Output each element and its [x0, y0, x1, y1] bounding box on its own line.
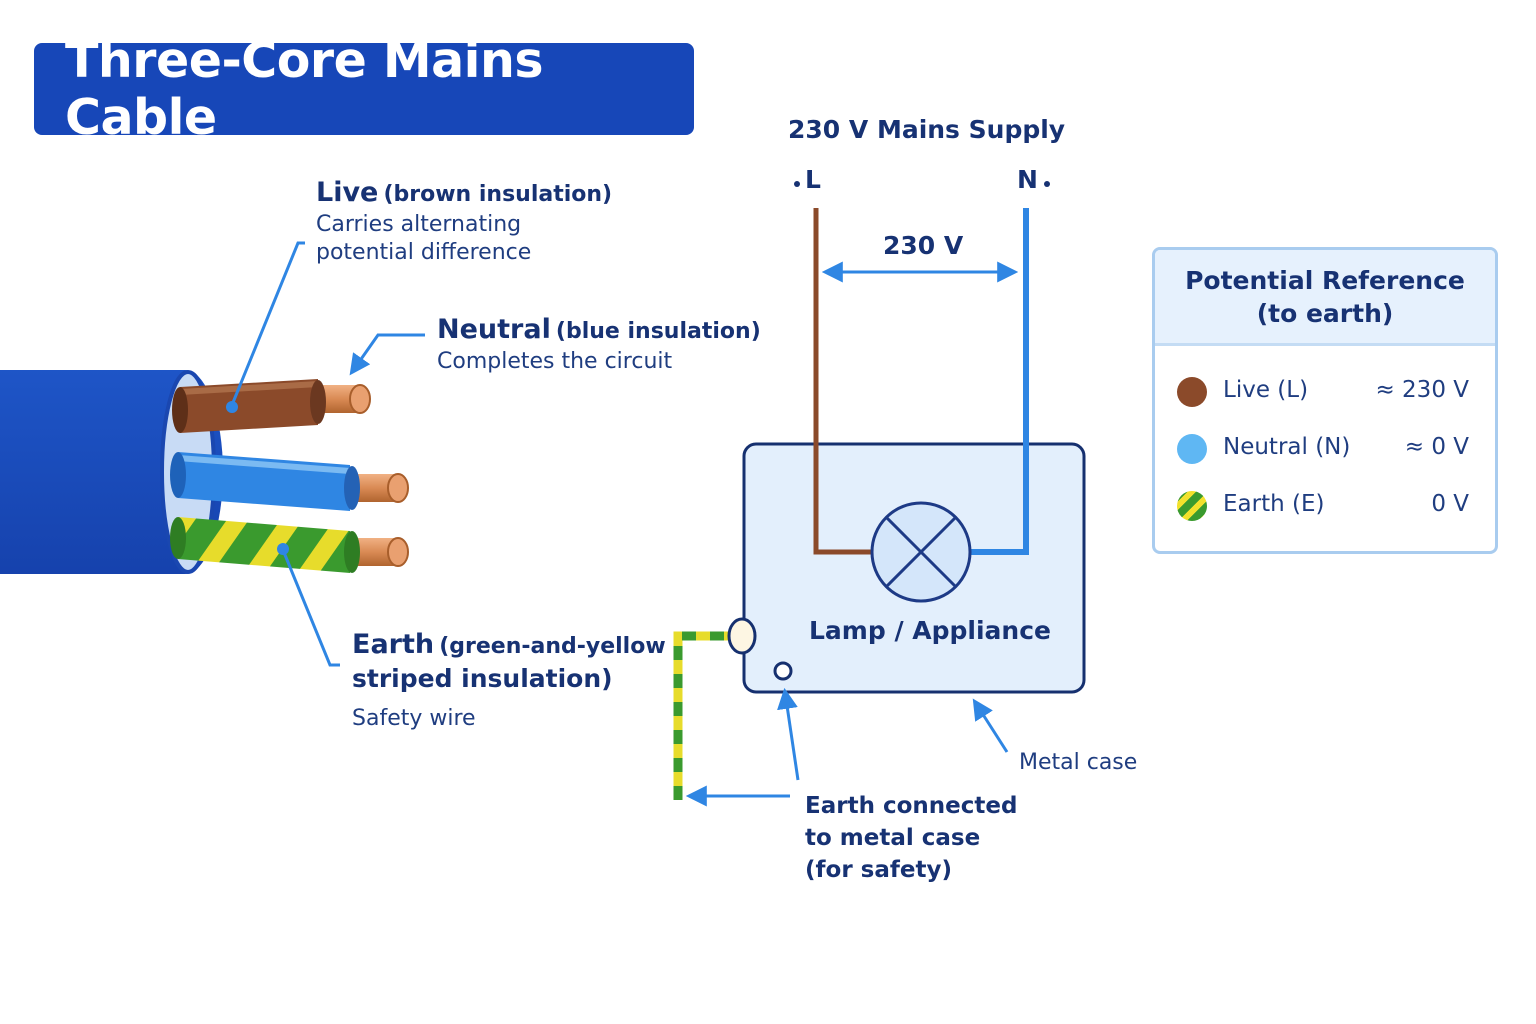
cable-leader-lines	[226, 241, 425, 667]
reference-row-label: Neutral (N)	[1223, 434, 1351, 460]
live-name: Live	[316, 177, 379, 208]
earth-core	[170, 517, 409, 573]
earth-screw-icon	[773, 661, 793, 681]
reference-title-line2: (to earth)	[1256, 298, 1394, 328]
reference-row-earth: Earth (E) 0 V	[1155, 486, 1495, 526]
live-desc-line2: potential difference	[316, 239, 532, 265]
live-color-dot-icon	[1177, 377, 1207, 407]
neutral-terminal-dot	[1044, 181, 1050, 187]
earth-insulation-line2: striped insulation)	[352, 663, 613, 693]
earth-connection-line1: Earth connected	[805, 793, 1018, 819]
reference-header: Potential Reference (to earth)	[1155, 250, 1495, 346]
earth-wire	[673, 631, 730, 800]
earth-connection-arrow	[777, 687, 800, 781]
terminal-neutral-label: N	[1017, 165, 1038, 194]
live-label: Live (brown insulation) Carries alternat…	[316, 176, 612, 267]
page-title: Three-Core Mains Cable	[65, 32, 544, 146]
earth-desc: Safety wire	[352, 705, 476, 731]
title-banner: Three-Core Mains Cable	[34, 32, 694, 146]
reference-row-value: 0 V	[1431, 491, 1469, 517]
reference-row-live: Live (L) ≈ 230 V	[1155, 372, 1495, 412]
voltage-label: 230 V	[883, 231, 964, 260]
earth-connection-label: Earth connected to metal case (for safet…	[805, 790, 1017, 887]
reference-title-line1: Potential Reference	[1185, 265, 1465, 295]
reference-row-value: ≈ 0 V	[1404, 434, 1469, 460]
neutral-desc: Completes the circuit	[437, 348, 673, 374]
reference-row-label: Earth (E)	[1223, 491, 1325, 517]
live-wire	[813, 208, 872, 555]
earth-leader-line	[281, 549, 340, 667]
neutral-core	[170, 452, 409, 511]
neutral-name: Neutral	[437, 314, 551, 345]
appliance-label: Lamp / Appliance	[809, 616, 1052, 645]
earth-color-dot-icon	[1177, 491, 1207, 521]
circuit-diagram	[673, 181, 1086, 807]
neutral-insulation: (blue insulation)	[555, 319, 761, 344]
live-terminal-dot	[794, 181, 800, 187]
neutral-label: Neutral (blue insulation) Completes the …	[437, 313, 761, 376]
earth-terminal	[727, 617, 757, 655]
supply-title: 230 V Mains Supply	[788, 115, 1066, 144]
reference-row-value: ≈ 230 V	[1375, 377, 1469, 403]
metal-case-arrow	[972, 698, 1009, 753]
neutral-color-dot-icon	[1177, 434, 1207, 464]
live-core	[172, 379, 371, 433]
reference-row-neutral: Neutral (N) ≈ 0 V	[1155, 429, 1495, 469]
lamp-symbol	[870, 501, 972, 603]
potential-reference-panel: Potential Reference (to earth) Live (L) …	[1152, 247, 1498, 554]
mains-cable	[0, 370, 409, 574]
earth-label: Earth (green-and-yellow striped insulati…	[352, 628, 666, 733]
metal-case-label: Metal case	[1019, 750, 1138, 775]
live-insulation: (brown insulation)	[383, 182, 613, 207]
live-leader-line	[230, 241, 305, 406]
earth-connection-line3: (for safety)	[805, 857, 952, 884]
neutral-wire	[970, 208, 1029, 555]
terminal-live-label: L	[805, 165, 821, 194]
earth-connection-line2: to metal case	[805, 825, 981, 852]
earth-insulation-line1: (green-and-yellow	[439, 634, 666, 659]
earth-name: Earth	[352, 629, 435, 660]
reference-row-label: Live (L)	[1223, 377, 1309, 403]
live-desc-line1: Carries alternating	[316, 211, 522, 237]
neutral-leader-line	[349, 333, 425, 376]
